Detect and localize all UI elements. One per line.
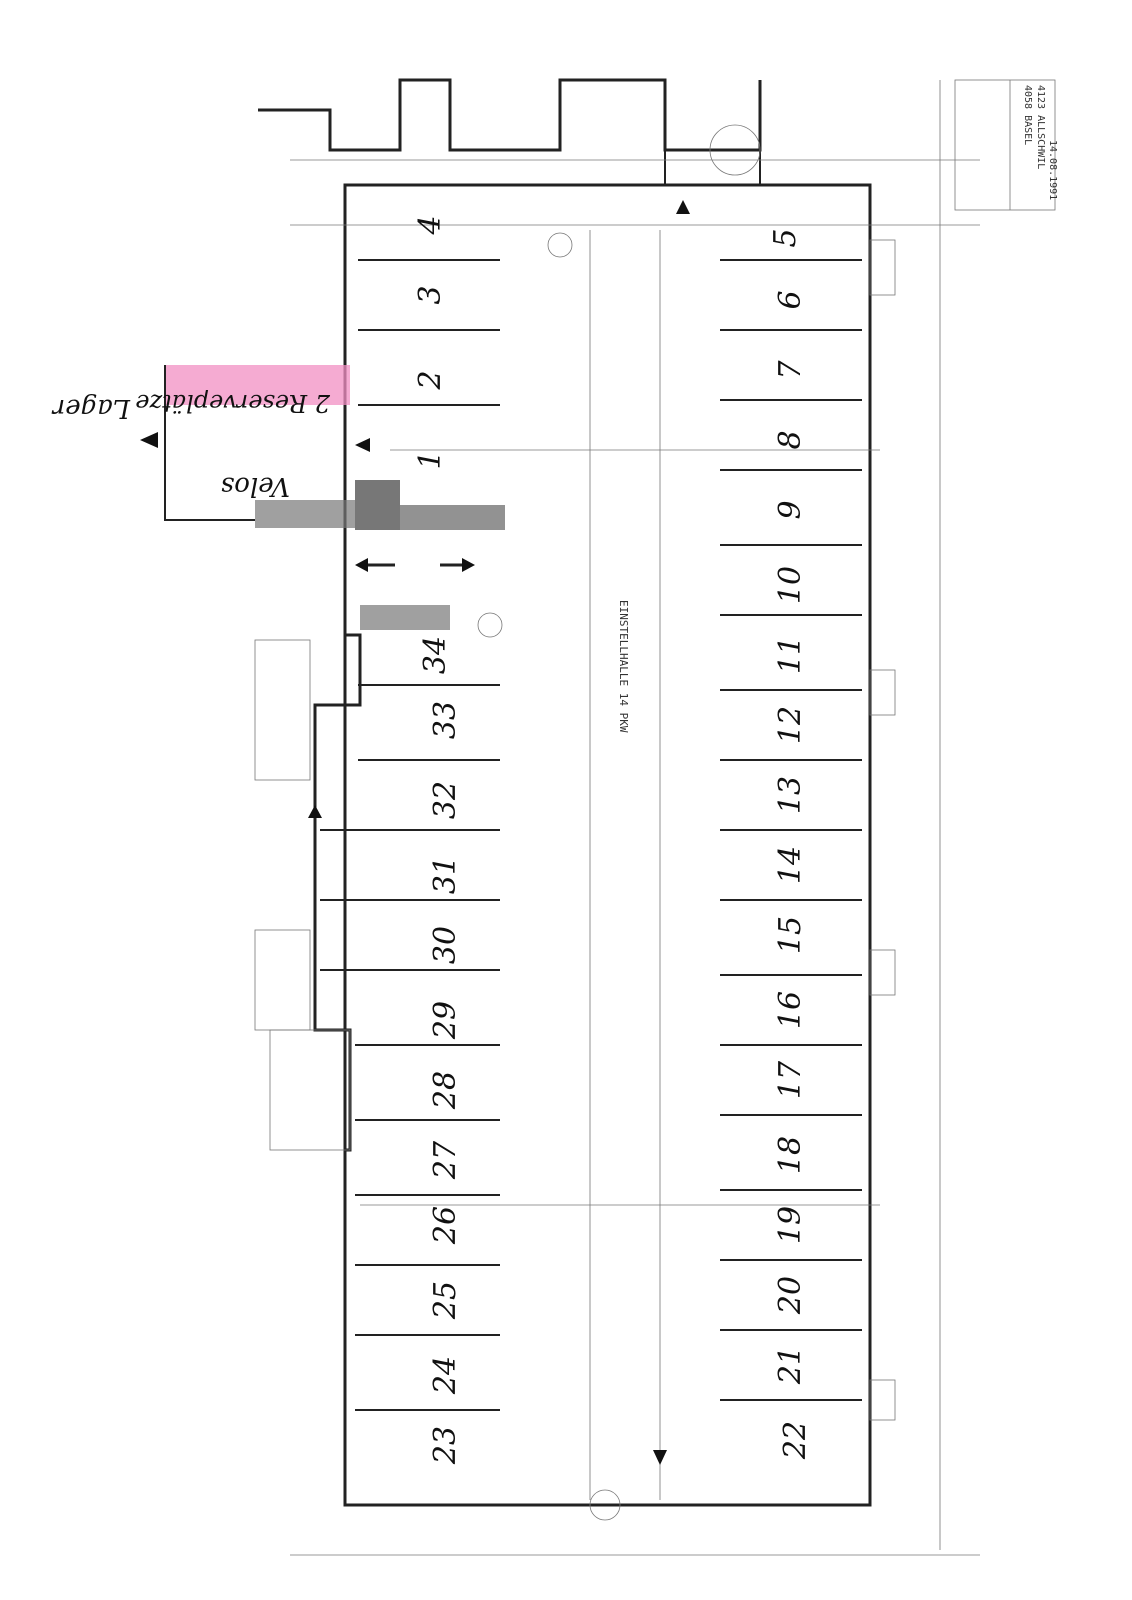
title-line-1: 4058 BASEL	[1022, 85, 1033, 145]
parking-space-3: 3	[413, 285, 448, 304]
parking-space-34: 34	[418, 636, 453, 674]
parking-space-31: 31	[428, 856, 463, 894]
shaft-1	[869, 239, 896, 296]
parking-space-2: 2	[413, 370, 448, 390]
top-rooms	[258, 78, 762, 186]
parking-space-10: 10	[773, 566, 808, 604]
parking-space-21: 21	[773, 1346, 808, 1385]
parking-space-30: 30	[428, 926, 463, 964]
parking-space-27: 27	[428, 1140, 463, 1180]
ramp-area	[255, 480, 505, 630]
stall-lines-left	[320, 259, 500, 1411]
parking-space-9: 9	[773, 500, 808, 519]
title-block: 4058 BASEL 4123 ALLSCHWIL 14.08.1991	[954, 79, 1058, 211]
parking-space-25: 25	[428, 1281, 463, 1320]
drain-top	[547, 232, 573, 258]
parking-space-22: 22	[778, 1421, 813, 1460]
parking-space-26: 26	[428, 1206, 463, 1245]
hall-label: EINSTELLHALLE 14 PKW	[617, 600, 630, 733]
parking-space-32: 32	[428, 781, 463, 819]
parking-space-4: 4	[413, 215, 448, 235]
parking-space-23: 23	[428, 1426, 463, 1465]
shaft-2	[869, 669, 896, 716]
parking-space-8: 8	[773, 430, 808, 449]
parking-space-19: 19	[773, 1206, 808, 1244]
column-feature	[477, 612, 503, 638]
lager-note: Lager	[51, 393, 131, 423]
parking-space-24: 24	[428, 1356, 463, 1395]
parking-space-28: 28	[428, 1071, 463, 1110]
parking-space-18: 18	[773, 1136, 808, 1174]
parking-space-15: 15	[773, 916, 808, 954]
parking-space-17: 17	[773, 1060, 808, 1099]
parking-space-11: 11	[773, 636, 808, 674]
lager-outline	[164, 365, 255, 521]
reserve-highlight	[165, 365, 350, 405]
parking-space-1: 1	[413, 450, 448, 469]
parking-space-6: 6	[773, 290, 808, 309]
parking-space-12: 12	[773, 706, 808, 744]
shaft-3	[869, 949, 896, 996]
title-line-2: 4123 ALLSCHWIL	[1035, 85, 1046, 169]
shaft-4	[869, 1379, 896, 1421]
parking-space-5: 5	[768, 228, 803, 247]
parking-space-33: 33	[428, 701, 463, 739]
title-line-3: 14.08.1991	[1047, 140, 1058, 200]
velos-note: Velos	[221, 471, 290, 501]
drain-feature	[589, 1489, 621, 1521]
dimension-grid	[290, 80, 980, 1556]
parking-space-16: 16	[773, 991, 808, 1029]
parking-space-20: 20	[773, 1276, 808, 1315]
stall-lines-right	[720, 259, 862, 1401]
reserve-note: 2 Reserveplätze	[135, 389, 331, 417]
parking-space-13: 13	[773, 776, 808, 814]
parking-numbers: 1234567891011121314151617181920212223242…	[413, 215, 813, 1465]
parking-space-7: 7	[773, 360, 808, 380]
direction-arrows	[140, 200, 690, 1465]
parking-space-29: 29	[428, 1001, 463, 1040]
left-stairs	[254, 639, 351, 1151]
parking-space-14: 14	[773, 846, 808, 884]
